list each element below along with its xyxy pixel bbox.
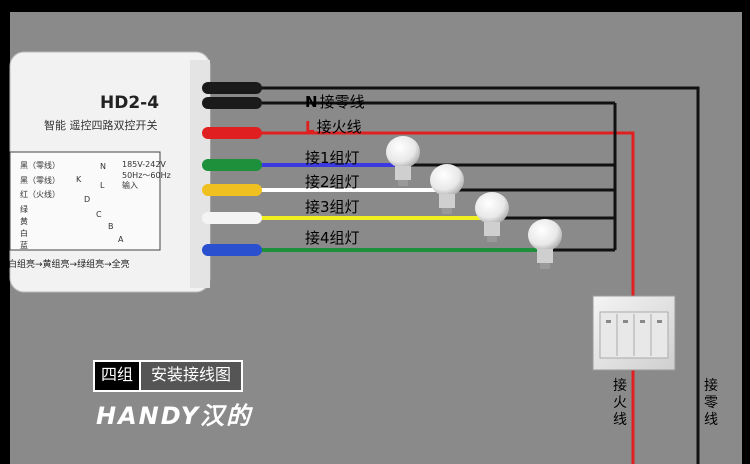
mark-l: L [100, 181, 105, 190]
stub-white [202, 212, 262, 224]
terminal-2: 黑（零线） [20, 176, 60, 185]
label-live-text: 接火线 [316, 118, 362, 136]
label-group-4: 接4组灯 [305, 229, 360, 247]
live-wire [210, 131, 635, 300]
device-model: HD2-4 [100, 93, 160, 113]
terminal-7: 蓝 [20, 241, 28, 250]
bulb-3-icon [475, 192, 509, 242]
label-live-accent: L [305, 118, 315, 136]
input-spec-1: 185V-242V [122, 160, 166, 169]
mark-c: C [96, 210, 102, 219]
bulb-2-icon [430, 164, 464, 214]
label-group-1: 接1组灯 [305, 149, 360, 167]
stub-red [202, 127, 262, 139]
label-group-2: 接2组灯 [305, 173, 360, 191]
wall-switch-icon [592, 295, 676, 371]
stub-black-1 [202, 82, 262, 94]
stub-blue [202, 244, 262, 256]
neutral-wire [210, 86, 700, 464]
terminal-6: 白 [20, 229, 28, 238]
stub-green [202, 159, 262, 171]
title-part2: 安装接线图 [139, 362, 242, 390]
mark-b: B [108, 222, 114, 231]
diagram-title: 四组 安装接线图 [93, 360, 244, 392]
device-subtitle: 智能 遥控四路双控开关 [44, 119, 158, 132]
stub-yellow [202, 184, 262, 196]
stub-black-2 [202, 97, 262, 109]
label-neutral-text: 接零线 [319, 93, 365, 111]
mark-a: A [118, 235, 124, 244]
bulb-4-icon [528, 219, 562, 269]
terminal-5: 黄 [20, 217, 28, 226]
mark-k: K [76, 175, 82, 184]
lighting-sequence: 白组亮→黄组亮→绿组亮→全亮 [8, 260, 130, 270]
brand-logo: HANDY汉的 [96, 402, 253, 430]
terminal-4: 绿 [20, 205, 28, 214]
terminal-1: 黑（零线） [20, 161, 60, 170]
mark-d: D [84, 195, 91, 204]
label-live-vertical: 接火线 [613, 378, 627, 428]
label-neutral-accent: N [305, 93, 318, 111]
input-label: 输入 [122, 181, 138, 190]
terminal-panel [9, 151, 161, 251]
title-part1: 四组 [95, 362, 140, 390]
terminal-3: 红（火线） [20, 190, 60, 199]
mark-n: N [100, 162, 106, 171]
label-group-3: 接3组灯 [305, 198, 360, 216]
input-spec-2: 50Hz～60Hz [122, 171, 171, 180]
bulb-1-icon [386, 136, 420, 186]
controller-edge [190, 60, 210, 288]
label-neutral-vertical: 接零线 [704, 378, 718, 428]
